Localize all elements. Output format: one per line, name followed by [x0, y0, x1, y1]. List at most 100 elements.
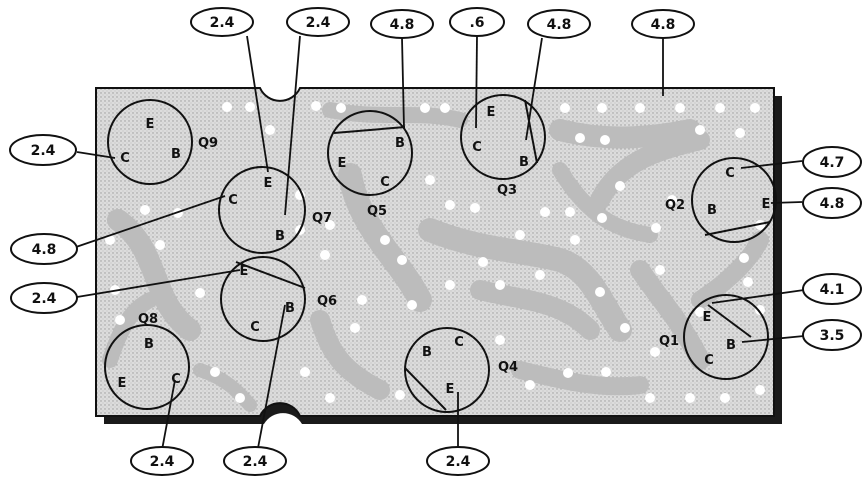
pin-label: C	[454, 335, 464, 350]
leader-v-top-3	[401, 37, 405, 129]
pin-label: E	[118, 376, 127, 391]
pin-label: C	[228, 193, 238, 208]
transistor-q4: B C E Q4	[404, 327, 518, 413]
voltage-value: 2.4	[243, 454, 268, 470]
voltage-callout-v-left-2: 4.8	[10, 233, 78, 265]
transistor-name: Q6	[317, 294, 337, 309]
leader-v-bottom-2	[257, 304, 286, 449]
solder-pads	[105, 101, 765, 403]
transistor-outline	[104, 324, 190, 410]
pin-label: C	[725, 166, 735, 181]
voltage-value: 4.8	[390, 17, 415, 33]
pin-label: B	[422, 345, 432, 360]
pin-label: E	[264, 176, 273, 191]
leader-v-left-1	[76, 151, 116, 159]
transistors: E C B Q9 E C B Q7 B E C Q5 E C B	[104, 94, 777, 413]
transistor-q9: E C B Q9	[107, 99, 218, 185]
voltage-callout-v-right-3: 4.1	[802, 273, 862, 305]
pin-label: E	[240, 264, 249, 279]
pin-label: C	[380, 175, 390, 190]
voltage-value: 4.8	[651, 17, 676, 33]
transistor-outline	[404, 327, 490, 413]
transistor-outline	[327, 110, 413, 196]
transistor-name: Q2	[665, 198, 685, 213]
leader-v-right-1	[740, 160, 803, 169]
voltage-callout-v-bottom-3: 2.4	[426, 446, 490, 476]
pin-label: E	[703, 310, 712, 325]
pin-label: E	[446, 382, 455, 397]
transistor-q8: B E C Q8	[104, 312, 190, 410]
pin-marker-line	[404, 367, 447, 411]
transistor-name: Q1	[659, 334, 679, 349]
voltage-callout-v-bottom-2: 2.4	[223, 446, 287, 476]
copper-traces	[102, 102, 769, 412]
transistor-q6: E C B Q6	[220, 256, 337, 342]
leader-v-bottom-1	[161, 379, 176, 451]
voltage-value: 4.8	[820, 196, 845, 212]
voltage-callout-v-top-3: 4.8	[370, 9, 434, 39]
voltage-callout-v-top-4: .6	[449, 7, 505, 37]
pin-label: B	[707, 203, 717, 218]
voltage-callout-v-right-1: 4.7	[802, 146, 862, 178]
pin-label: B	[395, 136, 405, 151]
voltage-value: 2.4	[150, 454, 175, 470]
transistor-name: Q3	[497, 183, 517, 198]
pin-label: B	[519, 155, 529, 170]
transistor-outline	[218, 166, 306, 254]
voltage-value: 2.4	[210, 15, 235, 31]
transistor-outline	[683, 294, 769, 380]
voltage-callout-v-top-2: 2.4	[286, 7, 350, 37]
voltage-value: 4.1	[820, 282, 845, 298]
leader-v-right-3	[711, 289, 805, 304]
transistor-name: Q4	[498, 360, 518, 375]
pin-label: B	[275, 229, 285, 244]
voltage-value: 2.4	[446, 454, 471, 470]
voltage-callout-v-top-5: 4.8	[527, 9, 591, 39]
voltage-value: 2.4	[32, 291, 57, 307]
transistor-name: Q9	[198, 136, 218, 151]
leader-v-left-2	[75, 195, 226, 248]
leader-v-top-1	[246, 35, 269, 173]
transistor-outline	[107, 99, 193, 185]
leader-v-top-2	[284, 35, 301, 216]
voltage-value: 2.4	[31, 143, 56, 159]
pin-label: C	[120, 151, 130, 166]
circuit-board	[95, 87, 782, 424]
voltage-value: 2.4	[306, 15, 331, 31]
leader-v-right-4	[741, 335, 805, 343]
transistor-q2: C B E Q2	[665, 157, 777, 243]
transistor-outline	[220, 256, 306, 342]
pin-label: B	[285, 301, 295, 316]
transistor-name: Q5	[367, 204, 387, 219]
transistor-outline	[691, 157, 777, 243]
voltage-callout-v-left-3: 2.4	[10, 282, 78, 314]
transistor-q7: E C B Q7	[218, 166, 332, 254]
voltage-callout-v-right-2: 4.8	[802, 187, 862, 219]
voltage-value: 4.8	[32, 242, 57, 258]
transistor-name: Q7	[312, 211, 332, 226]
pin-marker-line	[333, 126, 406, 134]
voltage-callout-v-top-6: 4.8	[631, 9, 695, 39]
voltage-value: 4.7	[820, 155, 845, 171]
pin-label: C	[704, 353, 714, 368]
leader-v-top-4	[475, 35, 478, 129]
voltage-callout-v-right-4: 3.5	[802, 319, 862, 351]
pin-label: E	[146, 117, 155, 132]
leader-lines	[75, 35, 805, 451]
voltage-value: .6	[469, 15, 484, 31]
transistor-q1: E C B Q1	[659, 294, 769, 380]
transistor-q5: B E C Q5	[327, 110, 413, 219]
pin-marker-line	[235, 261, 306, 289]
pin-label: E	[338, 156, 347, 171]
pin-label: E	[487, 105, 496, 120]
leader-v-left-3	[76, 269, 241, 298]
pin-label: B	[726, 338, 736, 353]
pin-label: C	[250, 320, 260, 335]
transistor-outline	[460, 94, 546, 180]
pin-marker-line	[524, 99, 538, 164]
pin-label: B	[171, 147, 181, 162]
transistor-name: Q8	[138, 312, 158, 327]
pin-marker-line	[707, 304, 752, 338]
